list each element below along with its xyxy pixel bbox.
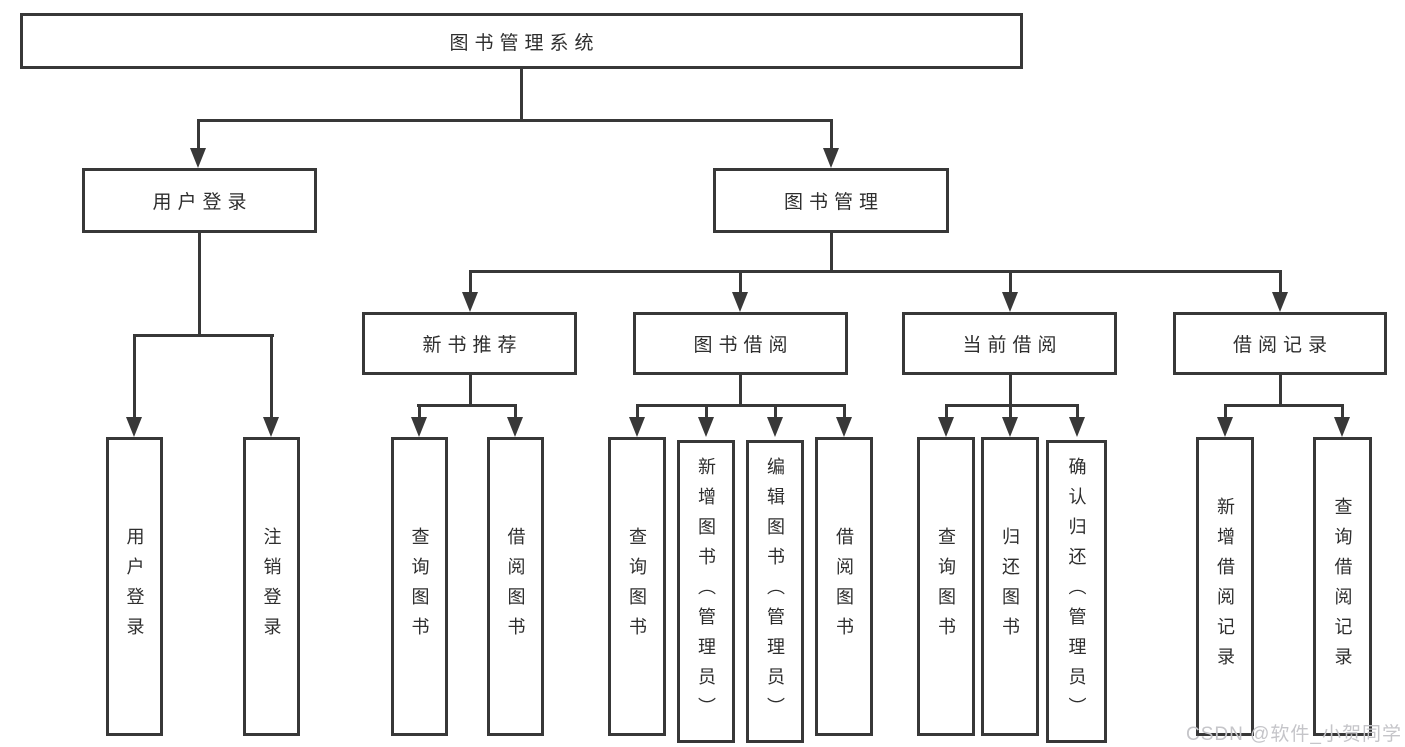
leaf-confirm-return-admin-label: 确认归还（管理员）	[1066, 456, 1087, 727]
connector-line	[774, 404, 777, 420]
connector-line	[1009, 404, 1012, 420]
leaf-query-books-1-label: 查询图书	[409, 526, 430, 647]
leaf-user-login-label: 用户登录	[124, 526, 145, 647]
node-book-borrow: 图书借阅	[633, 312, 848, 375]
connector-line	[133, 334, 136, 420]
arrowhead-icon	[938, 417, 954, 437]
arrowhead-icon	[1002, 417, 1018, 437]
connector-line	[198, 233, 201, 336]
arrowhead-icon	[629, 417, 645, 437]
node-current-borrow-label: 当前借阅	[962, 335, 1063, 356]
arrowhead-icon	[462, 292, 478, 312]
node-borrow-records-label: 借阅记录	[1232, 335, 1333, 356]
connector-line	[636, 404, 639, 420]
connector-line	[1009, 270, 1012, 296]
connector-line	[469, 270, 472, 296]
node-root: 图书管理系统	[20, 13, 1023, 69]
connector-line	[1279, 374, 1282, 406]
node-book-management-label: 图书管理	[783, 192, 884, 213]
node-borrow-records: 借阅记录	[1173, 312, 1387, 375]
arrowhead-icon	[1217, 417, 1233, 437]
leaf-add-borrow-record-label: 新增借阅记录	[1215, 496, 1235, 677]
node-user-login-label: 用户登录	[152, 192, 253, 213]
arrowhead-icon	[823, 148, 839, 168]
leaf-borrow-books-2-label: 借阅图书	[834, 526, 854, 647]
node-root-label: 图书管理系统	[449, 32, 600, 54]
leaf-query-borrow-record: 查询借阅记录	[1313, 437, 1372, 736]
connector-line	[1279, 270, 1282, 296]
arrowhead-icon	[767, 417, 783, 437]
arrowhead-icon	[1334, 417, 1350, 437]
leaf-query-borrow-record-label: 查询借阅记录	[1332, 496, 1353, 677]
connector-line	[514, 404, 517, 420]
leaf-return-books: 归还图书	[981, 437, 1039, 736]
leaf-add-borrow-record: 新增借阅记录	[1196, 437, 1254, 736]
connector-line	[469, 270, 1281, 273]
leaf-confirm-return-admin: 确认归还（管理员）	[1046, 440, 1107, 743]
connector-line	[520, 69, 523, 120]
connector-line	[1341, 404, 1344, 420]
leaf-logout: 注销登录	[243, 437, 300, 736]
leaf-edit-books-admin-label: 编辑图书（管理员）	[765, 456, 785, 727]
arrowhead-icon	[1272, 292, 1288, 312]
leaf-query-books-3: 查询图书	[917, 437, 975, 736]
leaf-query-books-1: 查询图书	[391, 437, 448, 736]
connector-line	[739, 270, 742, 296]
csdn-watermark: CSDN @软件_小贺同学	[1186, 724, 1402, 745]
arrowhead-icon	[411, 417, 427, 437]
connector-line	[705, 404, 708, 420]
arrowhead-icon	[126, 417, 142, 437]
connector-line	[843, 404, 846, 420]
leaf-user-login: 用户登录	[106, 437, 163, 736]
leaf-query-books-2-label: 查询图书	[627, 526, 647, 647]
connector-line	[469, 374, 472, 406]
connector-line	[197, 119, 200, 152]
arrowhead-icon	[507, 417, 523, 437]
leaf-query-books-3-label: 查询图书	[936, 526, 956, 647]
arrowhead-icon	[836, 417, 852, 437]
connector-line	[270, 334, 273, 420]
node-book-borrow-label: 图书借阅	[693, 335, 794, 356]
arrowhead-icon	[263, 417, 279, 437]
connector-line	[1224, 404, 1343, 407]
node-new-book-recommend-label: 新书推荐	[422, 335, 523, 356]
node-book-management: 图书管理	[713, 168, 949, 233]
leaf-edit-books-admin: 编辑图书（管理员）	[746, 440, 804, 743]
connector-line	[1224, 404, 1227, 420]
arrowhead-icon	[1069, 417, 1085, 437]
connector-line	[636, 404, 846, 407]
connector-line	[945, 404, 948, 420]
connector-line	[418, 404, 421, 420]
connector-line	[830, 119, 833, 152]
node-new-book-recommend: 新书推荐	[362, 312, 577, 375]
connector-line	[133, 334, 274, 337]
node-user-login: 用户登录	[82, 168, 317, 233]
connector-line	[197, 119, 833, 122]
leaf-return-books-label: 归还图书	[1000, 526, 1020, 647]
leaf-add-books-admin-label: 新增图书（管理员）	[696, 456, 716, 727]
arrowhead-icon	[1002, 292, 1018, 312]
connector-line	[1076, 404, 1079, 420]
node-current-borrow: 当前借阅	[902, 312, 1117, 375]
leaf-borrow-books-2: 借阅图书	[815, 437, 873, 736]
leaf-query-books-2: 查询图书	[608, 437, 666, 736]
arrowhead-icon	[698, 417, 714, 437]
leaf-logout-label: 注销登录	[261, 526, 282, 647]
connector-line	[417, 404, 517, 407]
connector-line	[1009, 374, 1012, 406]
leaf-borrow-books-1: 借阅图书	[487, 437, 544, 736]
connector-line	[830, 233, 833, 272]
connector-line	[739, 374, 742, 406]
arrowhead-icon	[732, 292, 748, 312]
leaf-borrow-books-1-label: 借阅图书	[505, 526, 526, 647]
leaf-add-books-admin: 新增图书（管理员）	[677, 440, 735, 743]
arrowhead-icon	[190, 148, 206, 168]
